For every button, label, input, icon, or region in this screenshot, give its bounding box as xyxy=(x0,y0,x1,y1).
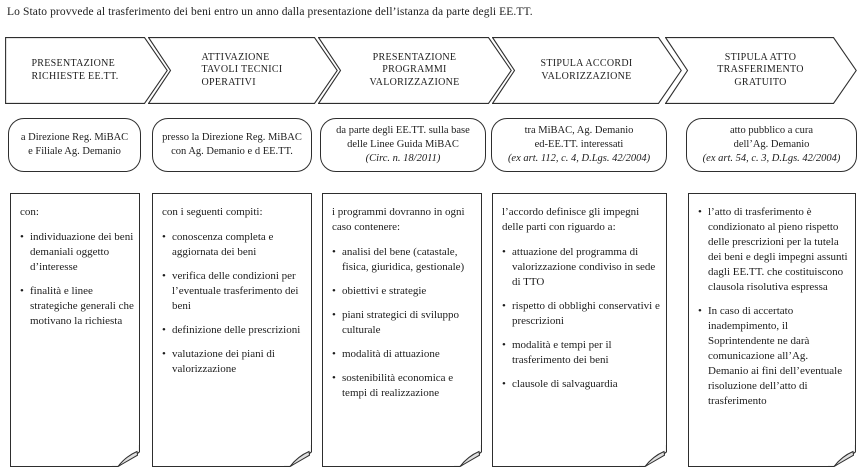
bullet-list: • individuazione dei beni demaniali ogget… xyxy=(20,230,134,329)
step-arrow-5 xyxy=(665,37,857,104)
bullet-item: • piani strategici di sviluppo culturale xyxy=(332,308,476,338)
bullet-text: In caso di accertato inadempimento, il S… xyxy=(708,305,843,407)
bullet-text: finalità e linee strategiche generali ch… xyxy=(30,285,134,327)
bullet-item: • verifica delle condizioni per l’eventua… xyxy=(162,269,306,314)
milestone-text: da parte degli EE.TT. sulla base delle L… xyxy=(336,125,470,150)
bullet-item: • In caso di accertato inadempimento, il … xyxy=(698,304,850,409)
step-title-5: STIPULA ATTO TRASFERIMENTO GRATUITO xyxy=(688,37,833,104)
bullet-item: • attuazione del programma di valorizzazi… xyxy=(502,245,661,290)
page-fold-icon xyxy=(828,445,856,467)
milestone-box-3: da parte degli EE.TT. sulla base delle L… xyxy=(320,118,486,172)
step-title-text: STIPULA ATTO TRASFERIMENTO GRATUITO xyxy=(717,51,804,88)
milestone-note: (Circ. n. 18/2011) xyxy=(365,153,441,164)
bullet-dot: • xyxy=(332,246,336,258)
step-title-1: PRESENTAZIONE RICHIESTE EE.TT. xyxy=(5,37,145,104)
bullet-list: • conoscenza completa e aggiornata dei be… xyxy=(162,230,306,377)
step-arrow-2 xyxy=(148,37,338,104)
bullet-text: attuazione del programma di valorizzazio… xyxy=(512,246,656,288)
bullet-dot: • xyxy=(332,372,336,384)
bullet-text: conoscenza completa e aggiornata dei ben… xyxy=(172,231,274,258)
bullet-item: • definizione delle prescrizioni xyxy=(162,323,306,338)
page-fold-icon xyxy=(639,445,667,467)
step-title-4: STIPULA ACCORDI VALORIZZAZIONE xyxy=(515,37,658,104)
milestone-note: (ex art. 54, c. 3, D.Lgs. 42/2004) xyxy=(702,153,841,164)
bullet-dot: • xyxy=(162,348,166,360)
bullet-dot: • xyxy=(698,305,702,317)
page-fold-icon xyxy=(284,445,312,467)
step-arrow-4 xyxy=(492,37,682,104)
step-title-text: PRESENTAZIONE RICHIESTE EE.TT. xyxy=(31,58,119,82)
step-title-3: PRESENTAZIONE PROGRAMMI VALORIZZAZIONE xyxy=(341,37,488,104)
step-title-text: STIPULA ACCORDI VALORIZZAZIONE xyxy=(540,58,633,82)
step-arrow-1 xyxy=(5,37,168,104)
bullet-text: individuazione dei beni demaniali oggett… xyxy=(30,231,134,273)
bullet-item: • analisi del bene (catastale, fisica, gi… xyxy=(332,245,476,275)
milestone-box-4: tra MiBAC, Ag. Demanio ed-EE.TT. interes… xyxy=(491,118,667,172)
bullet-dot: • xyxy=(162,324,166,336)
bullet-text: modalità di attuazione xyxy=(342,348,440,360)
milestone-note: (ex art. 112, c. 4, D.Lgs. 42/2004) xyxy=(507,153,651,164)
bullet-item: • rispetto di obblighi conservativi e pre… xyxy=(502,299,661,329)
milestone-box-2: presso la Direzione Reg. MiBAC con Ag. D… xyxy=(152,118,312,172)
detail-box-3: i programmi dovranno in ogni caso conten… xyxy=(322,193,482,467)
milestone-box-1: a Direzione Reg. MiBAC e Filiale Ag. Dem… xyxy=(8,118,141,172)
milestone-box-5: atto pubblico a cura dell’Ag. Demanio (e… xyxy=(686,118,857,172)
bullet-item: • obiettivi e strategie xyxy=(332,284,476,299)
bullet-item: • finalità e linee strategiche generali c… xyxy=(20,284,134,329)
bullet-dot: • xyxy=(332,285,336,297)
bullet-item: • l’atto di trasferimento è condizionato … xyxy=(698,205,850,295)
detail-lead: con i seguenti compiti: xyxy=(162,206,263,218)
bullet-dot: • xyxy=(162,231,166,243)
bullet-item: • individuazione dei beni demaniali ogget… xyxy=(20,230,134,275)
bullet-item: • modalità e tempi per il trasferimento d… xyxy=(502,338,661,368)
bullet-list: • attuazione del programma di valorizzazi… xyxy=(502,245,661,392)
detail-lead: l’accordo definisce gli impegni delle pa… xyxy=(502,206,640,233)
detail-box-4: l’accordo definisce gli impegni delle pa… xyxy=(492,193,667,467)
bullet-text: valutazione dei piani di valorizzazione xyxy=(172,348,275,375)
bullet-text: definizione delle prescrizioni xyxy=(172,324,301,336)
bullet-text: piani strategici di sviluppo culturale xyxy=(342,309,460,336)
page-fold-icon xyxy=(112,445,140,467)
bullet-dot: • xyxy=(332,309,336,321)
bullet-item: • sostenibilità economica e tempi di real… xyxy=(332,371,476,401)
bullet-text: rispetto di obblighi conservativi e pres… xyxy=(512,300,660,327)
bullet-item: • conoscenza completa e aggiornata dei be… xyxy=(162,230,306,260)
detail-lead: i programmi dovranno in ogni caso conten… xyxy=(332,206,465,233)
detail-box-1: con: • individuazione dei beni demaniali … xyxy=(10,193,140,467)
step-title-text: PRESENTAZIONE PROGRAMMI VALORIZZAZIONE xyxy=(369,51,460,88)
bullet-item: • modalità di attuazione xyxy=(332,347,476,362)
milestone-text: atto pubblico a cura dell’Ag. Demanio xyxy=(729,125,814,150)
intro-text: Lo Stato provvede al trasferimento dei b… xyxy=(7,6,533,18)
bullet-dot: • xyxy=(20,231,24,243)
bullet-text: modalità e tempi per il trasferimento de… xyxy=(512,339,612,366)
bullet-text: clausole di salvaguardia xyxy=(512,378,618,390)
milestone-text: presso la Direzione Reg. MiBAC con Ag. D… xyxy=(162,132,302,157)
bullet-list: • l’atto di trasferimento è condizionato … xyxy=(698,205,850,409)
page-fold-icon xyxy=(454,445,482,467)
bullet-text: analisi del bene (catastale, fisica, giu… xyxy=(342,246,465,273)
bullet-dot: • xyxy=(332,348,336,360)
detail-box-2: con i seguenti compiti: • conoscenza comp… xyxy=(152,193,312,467)
bullet-dot: • xyxy=(502,246,506,258)
bullet-text: obiettivi e strategie xyxy=(342,285,427,297)
bullet-text: l’atto di trasferimento è condizionato a… xyxy=(708,206,848,293)
bullet-item: • valutazione dei piani di valorizzazione xyxy=(162,347,306,377)
bullet-item: • clausole di salvaguardia xyxy=(502,377,661,392)
bullet-text: verifica delle condizioni per l’eventual… xyxy=(172,270,299,312)
bullet-dot: • xyxy=(502,339,506,351)
bullet-dot: • xyxy=(162,270,166,282)
step-title-text: ATTIVAZIONE TAVOLI TECNICI OPERATIVI xyxy=(201,51,283,88)
step-title-2: ATTIVAZIONE TAVOLI TECNICI OPERATIVI xyxy=(170,37,314,104)
bullet-dot: • xyxy=(502,300,506,312)
detail-lead: con: xyxy=(20,206,39,218)
milestone-text: tra MiBAC, Ag. Demanio ed-EE.TT. interes… xyxy=(524,125,634,150)
detail-box-5: • l’atto di trasferimento è condizionato … xyxy=(688,193,856,467)
bullet-text: sostenibilità economica e tempi di reali… xyxy=(342,372,454,399)
bullet-dot: • xyxy=(502,378,506,390)
bullet-list: • analisi del bene (catastale, fisica, gi… xyxy=(332,245,476,401)
step-arrow-3 xyxy=(318,37,512,104)
bullet-dot: • xyxy=(20,285,24,297)
milestone-text: a Direzione Reg. MiBAC e Filiale Ag. Dem… xyxy=(20,132,129,157)
bullet-dot: • xyxy=(698,206,702,218)
